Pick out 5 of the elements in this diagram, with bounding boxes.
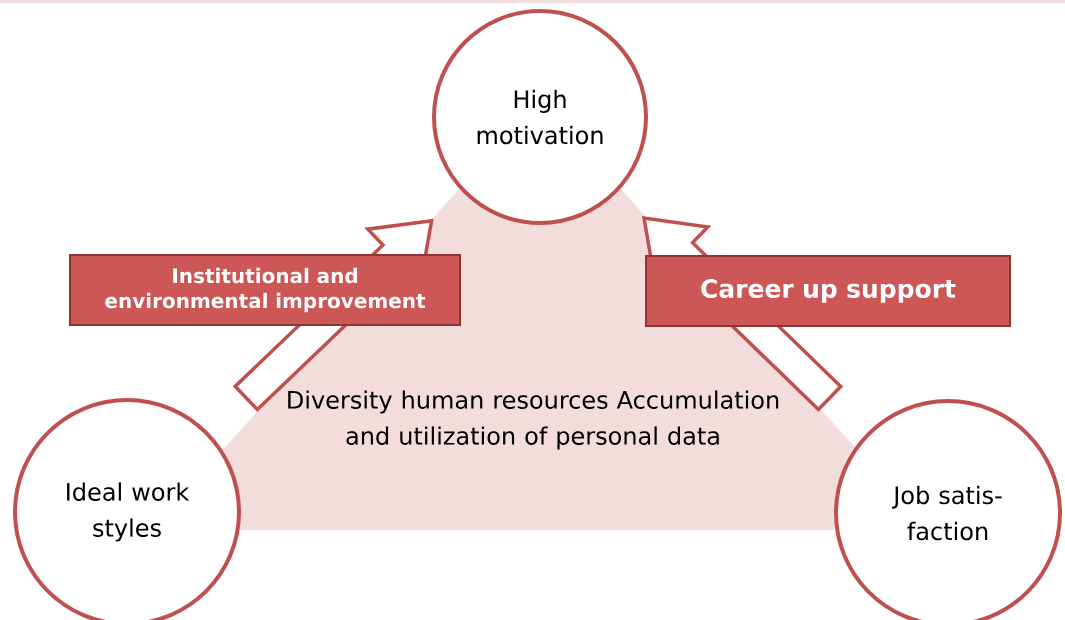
edge-label: Institutional and environmental improvement bbox=[69, 254, 461, 326]
circle-node: Ideal work styles bbox=[13, 398, 241, 620]
circle-node: High motivation bbox=[432, 9, 648, 225]
circle-node: Job satis-faction bbox=[834, 399, 1062, 620]
edge-label: Career up support bbox=[645, 255, 1011, 327]
